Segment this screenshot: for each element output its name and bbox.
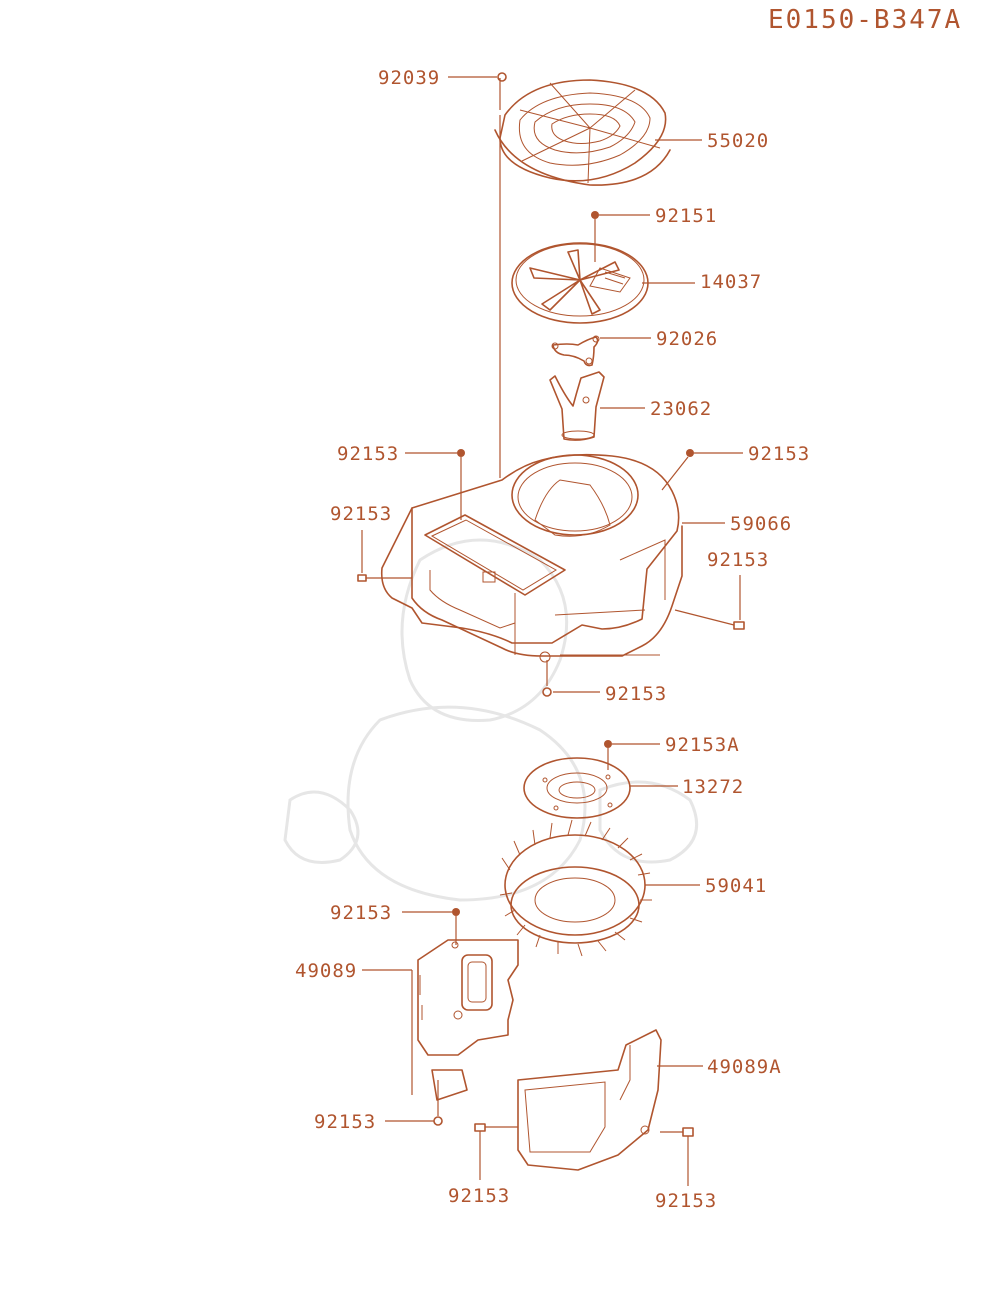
part-14037-fan-plate bbox=[511, 242, 695, 324]
callout-92153-lower-left: 92153 bbox=[448, 1185, 510, 1207]
part-59041-fan bbox=[499, 819, 700, 957]
callout-92153-housing-left: 92153 bbox=[337, 443, 399, 465]
callout-59041: 59041 bbox=[705, 875, 767, 897]
callout-92026: 92026 bbox=[656, 328, 718, 350]
part-92153-screw-lower-left bbox=[474, 1123, 518, 1180]
callout-59066: 59066 bbox=[730, 513, 792, 535]
part-92153-screw-housing-bottom bbox=[542, 660, 600, 697]
callout-92153-cover-bottom: 92153 bbox=[314, 1111, 376, 1133]
part-92153-screw-lower-right bbox=[660, 1127, 694, 1186]
callout-92153-housing-rear: 92153 bbox=[707, 549, 769, 571]
callout-55020: 55020 bbox=[707, 130, 769, 152]
diagram-code: E0150-B347A bbox=[768, 5, 962, 35]
callout-92151: 92151 bbox=[655, 205, 717, 227]
part-59066-fan-housing bbox=[380, 453, 725, 663]
part-23062-bracket bbox=[549, 371, 645, 441]
part-92153-screw-housing-left bbox=[405, 449, 465, 520]
part-92153-screw-housing-rear bbox=[674, 575, 745, 630]
callout-92039: 92039 bbox=[378, 67, 440, 89]
part-13272-plate bbox=[523, 757, 678, 819]
part-55020-screen bbox=[494, 79, 702, 186]
callout-92153-housing-bottom: 92153 bbox=[605, 683, 667, 705]
part-92039-screw bbox=[448, 72, 507, 82]
part-92153A-screw bbox=[604, 740, 660, 770]
part-92153-screw-cover-top bbox=[402, 908, 460, 945]
part-49089A-lower-cover bbox=[517, 1029, 703, 1171]
part-92151-screw bbox=[591, 211, 650, 262]
callout-92153A: 92153A bbox=[665, 734, 740, 756]
callout-13272: 13272 bbox=[682, 776, 744, 798]
callout-92153-lower-right: 92153 bbox=[655, 1190, 717, 1212]
part-92153-screw-housing-right bbox=[661, 449, 743, 491]
part-92153-screw-cover-bottom bbox=[385, 1080, 443, 1126]
part-92026-clip bbox=[551, 335, 651, 367]
callout-23062: 23062 bbox=[650, 398, 712, 420]
watermark-mascot bbox=[283, 538, 699, 902]
part-92153-screw-housing-side bbox=[357, 530, 412, 582]
callout-49089: 49089 bbox=[295, 960, 357, 982]
callout-92153-housing-side: 92153 bbox=[330, 503, 392, 525]
callout-14037: 14037 bbox=[700, 271, 762, 293]
part-49089-cover bbox=[362, 939, 519, 1101]
callout-92153-housing-right: 92153 bbox=[748, 443, 810, 465]
callout-49089A: 49089A bbox=[707, 1056, 782, 1078]
callout-92153-cover-top: 92153 bbox=[330, 902, 392, 924]
